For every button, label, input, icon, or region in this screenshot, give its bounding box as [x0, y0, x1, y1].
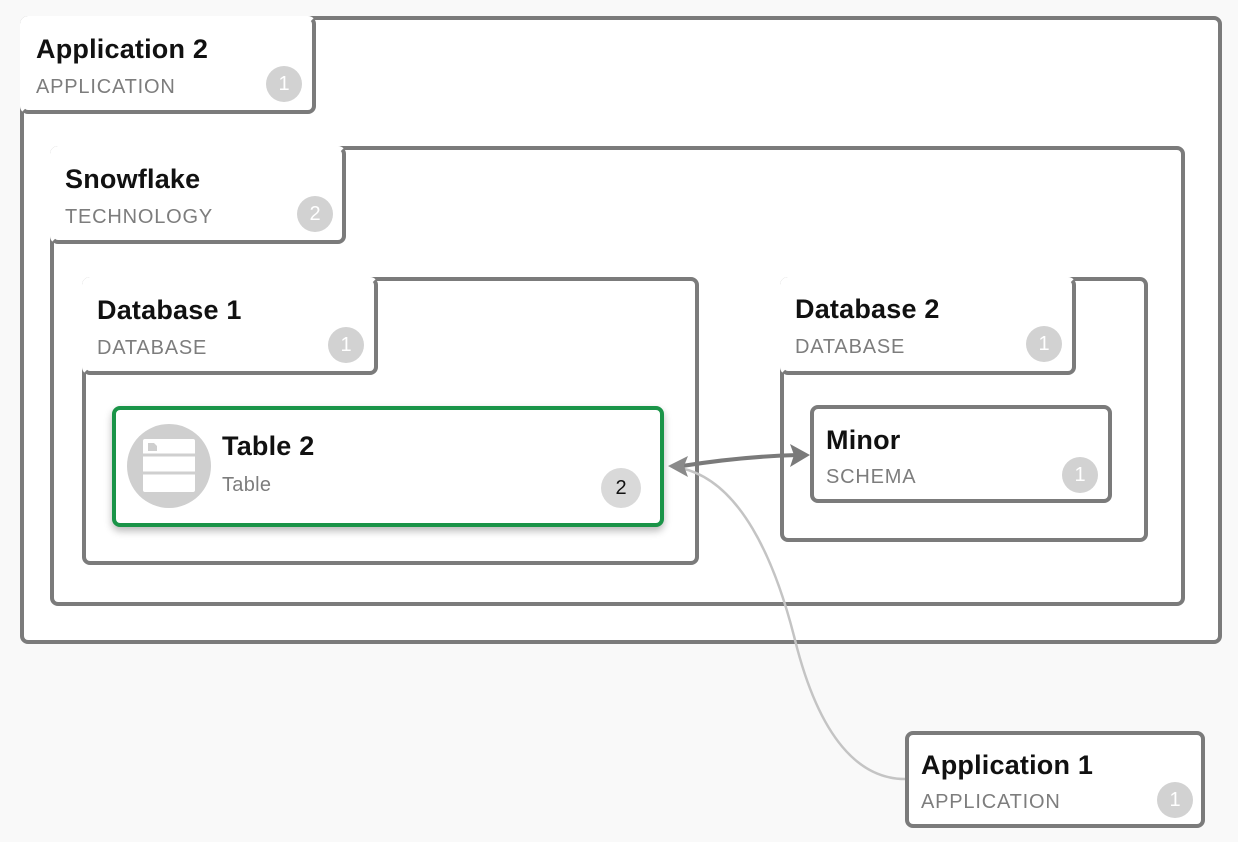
table-icon — [127, 424, 211, 508]
database-2-label[interactable]: Database 2 DATABASE 1 — [780, 277, 1076, 375]
table-2-count-badge: 2 — [601, 468, 641, 508]
application-1-node[interactable]: Application 1 APPLICATION 1 — [905, 731, 1205, 828]
application-1-type: APPLICATION — [921, 791, 1061, 813]
application-1-count-badge: 1 — [1157, 782, 1193, 818]
application-2-type: APPLICATION — [36, 76, 176, 98]
snowflake-count-badge: 2 — [297, 196, 333, 232]
application-2-title: Application 2 — [36, 34, 209, 64]
table-2-node[interactable]: Table 2 Table 2 — [112, 406, 664, 527]
snowflake-label[interactable]: Snowflake TECHNOLOGY 2 — [50, 146, 346, 244]
minor-schema-node[interactable]: Minor SCHEMA 1 — [810, 405, 1112, 503]
database-1-label[interactable]: Database 1 DATABASE 1 — [82, 277, 378, 375]
database-2-type: DATABASE — [795, 336, 906, 358]
table-2-title: Table 2 — [222, 431, 315, 461]
minor-count-badge: 1 — [1062, 457, 1098, 493]
database-2-title: Database 2 — [795, 294, 940, 324]
application-2-label[interactable]: Application 2 APPLICATION 1 — [20, 16, 316, 114]
snowflake-title: Snowflake — [65, 164, 201, 194]
minor-title: Minor — [826, 425, 901, 455]
snowflake-type: TECHNOLOGY — [65, 206, 214, 228]
application-2-count-badge: 1 — [266, 66, 302, 102]
database-1-count-badge: 1 — [328, 327, 364, 363]
database-1-type: DATABASE — [97, 337, 208, 359]
minor-type: SCHEMA — [826, 466, 917, 488]
database-1-title: Database 1 — [97, 295, 242, 325]
database-2-count-badge: 1 — [1026, 326, 1062, 362]
table-2-type: Table — [222, 474, 272, 496]
application-1-title: Application 1 — [921, 750, 1094, 780]
